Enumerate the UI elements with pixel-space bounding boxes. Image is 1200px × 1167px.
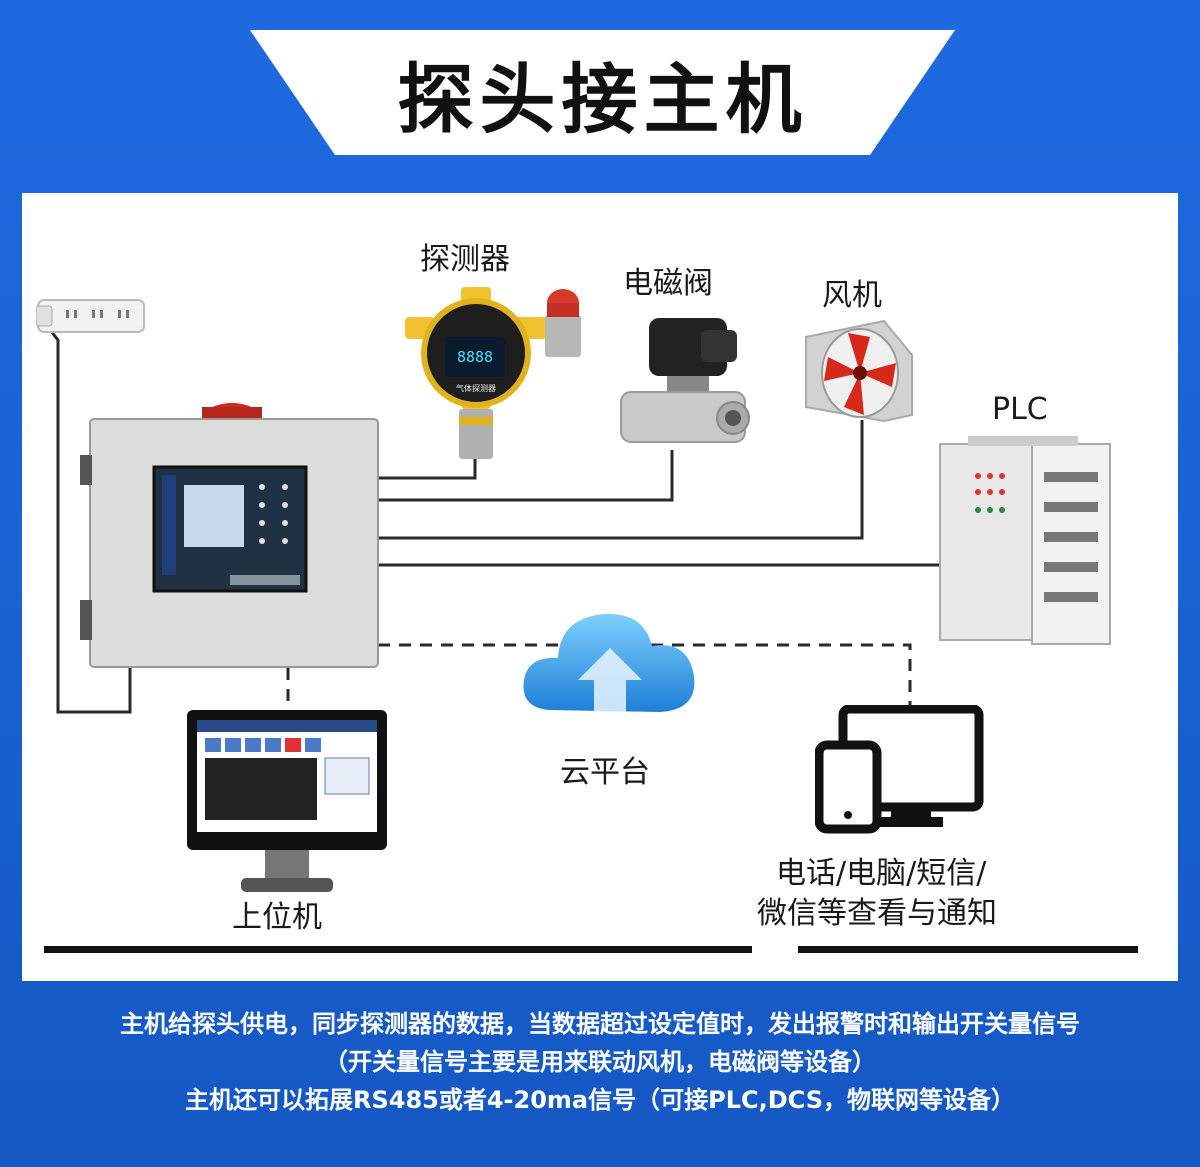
label-detector: 探测器 xyxy=(420,242,510,277)
cloud-icon xyxy=(523,613,695,712)
page-title: 探头接主机 xyxy=(397,54,808,144)
footer-line-3: 主机还可以拓展RS485或者4-20ma信号（可接PLC,DCS，物联网等设备） xyxy=(184,1086,1015,1114)
plc-cabinet xyxy=(939,436,1111,645)
upper-computer-monitor xyxy=(187,710,387,892)
footer-description: 主机给探头供电，同步探测器的数据，当数据超过设定值时，发出报警时和输出开关量信号… xyxy=(0,1005,1200,1119)
label-upper-computer: 上位机 xyxy=(232,900,322,935)
solenoid-valve xyxy=(620,318,750,443)
host-controller xyxy=(80,403,379,668)
label-fan: 风机 xyxy=(822,278,882,313)
label-cloud: 云平台 xyxy=(560,755,650,790)
label-notify-line1: 电话/电脑/短信/ xyxy=(776,856,987,891)
banner-shape xyxy=(250,30,955,155)
label-valve: 电磁阀 xyxy=(623,266,713,301)
title-banner: 探头接主机 xyxy=(250,30,955,155)
footer-line-1: 主机给探头供电，同步探测器的数据，当数据超过设定值时，发出报警时和输出开关量信号 xyxy=(120,1010,1080,1038)
axial-fan xyxy=(805,319,913,423)
label-notify-line2: 微信等查看与通知 xyxy=(757,896,997,931)
footer-line-2: （开关量信号主要是用来联动风机，电磁阀等设备） xyxy=(324,1048,876,1076)
power-strip xyxy=(36,299,145,333)
phone-pc-icon xyxy=(815,705,984,834)
detector-caption: 气体探测器 xyxy=(456,383,496,393)
gas-detector: 8888 气体探测器 xyxy=(405,287,581,459)
label-plc: PLC xyxy=(992,392,1048,427)
detector-screen: 8888 xyxy=(457,348,493,366)
